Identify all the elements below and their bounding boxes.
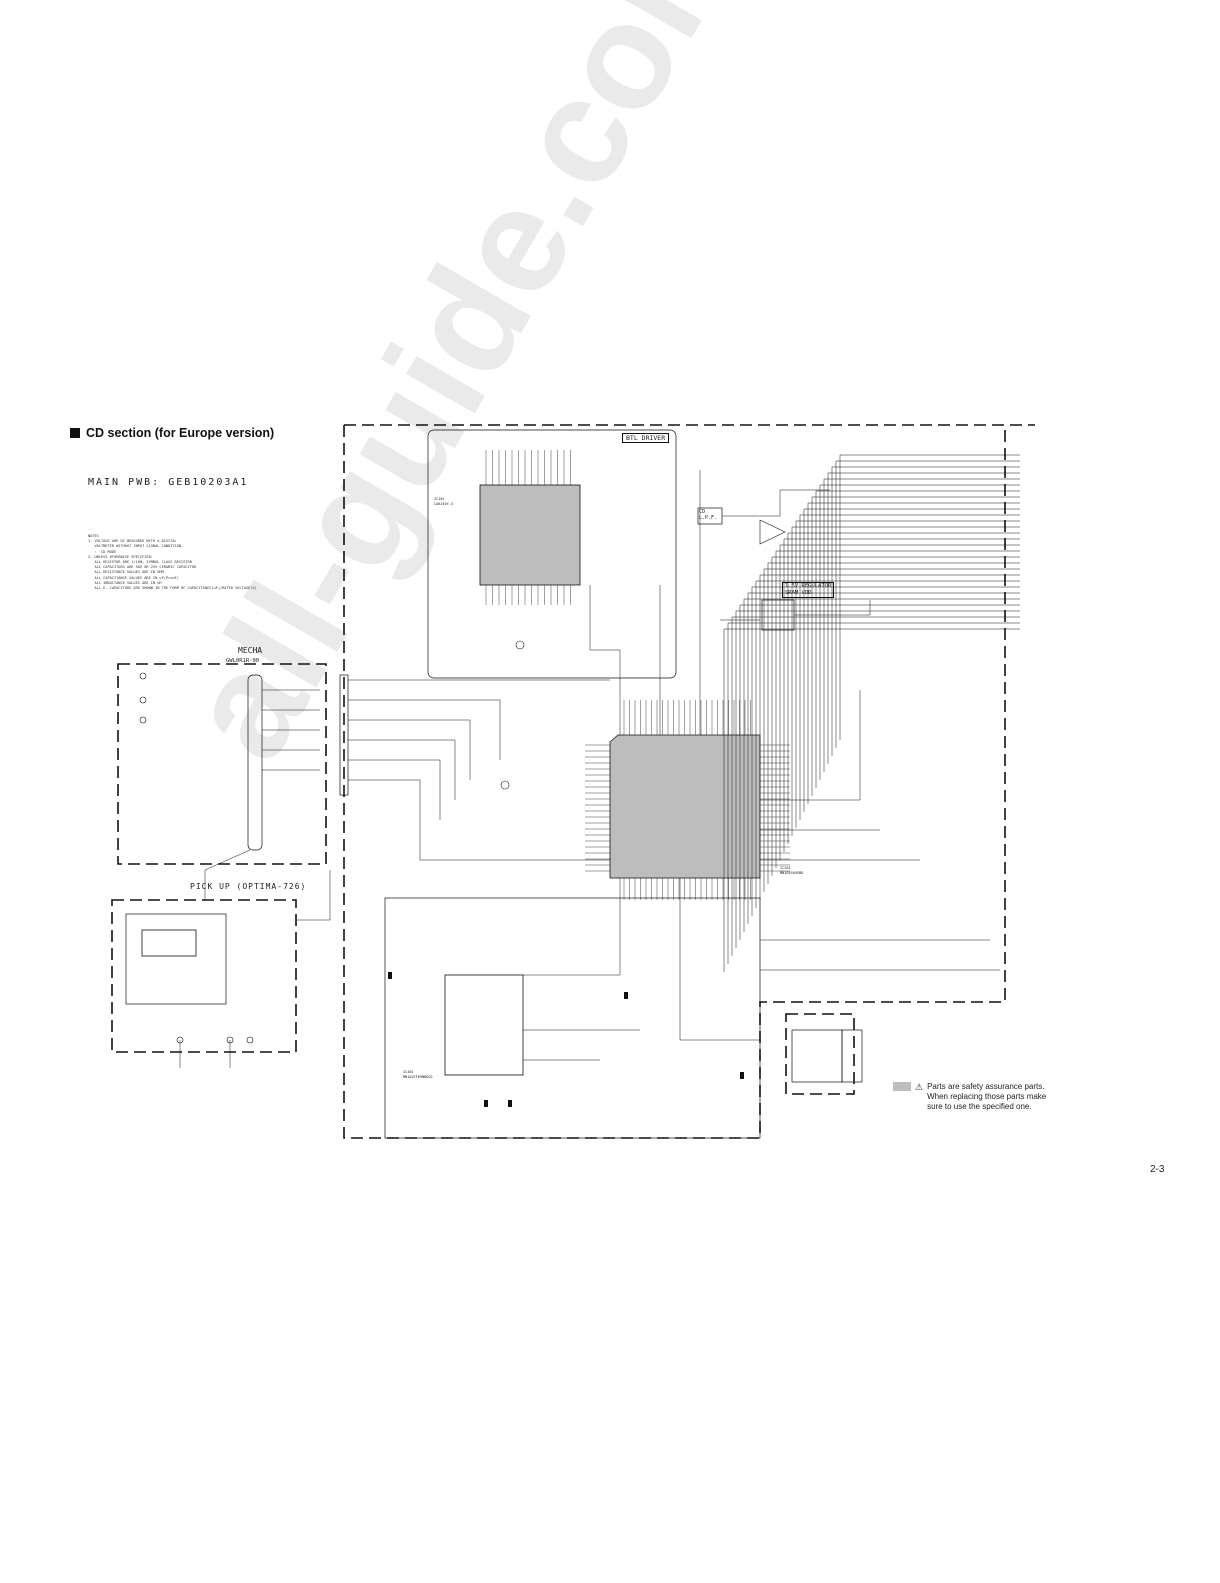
ic101-chip	[479, 484, 581, 586]
pickup-title: PICK UP (OPTIMA-726)	[190, 882, 307, 891]
section-title-text: CD section (for Europe version)	[86, 426, 275, 440]
ic401-name: IC401	[403, 1070, 414, 1074]
bus-wire	[831, 466, 1020, 756]
bus-wire	[767, 562, 1020, 884]
ic101-name: IC101	[434, 497, 445, 501]
safety-note: ⚠ Parts are safety assurance parts. When…	[893, 1082, 1046, 1112]
page-number: 2-3	[1150, 1164, 1165, 1175]
safety-line-3: sure to use the specified one.	[927, 1102, 1032, 1111]
section-title: CD section (for Europe version)	[70, 426, 274, 440]
bus-wire	[803, 508, 1020, 812]
regulator-label: 1.5V REGULATOR SRAM VDD	[782, 582, 835, 598]
safety-line-1: Parts are safety assurance parts.	[927, 1082, 1045, 1091]
mecha-connector	[247, 674, 263, 851]
pickup-laser	[125, 913, 227, 1005]
bus-wire	[819, 484, 1020, 780]
mecha-part: GWL0R1R-00	[226, 658, 260, 664]
bus-wire	[811, 496, 1020, 796]
pickup-ic-chip	[141, 929, 197, 957]
bus-wire	[727, 622, 1020, 964]
bus-wire	[747, 592, 1020, 924]
pickup-border	[111, 899, 297, 1053]
bus-wire	[743, 598, 1020, 932]
bus-wire	[771, 556, 1020, 876]
mecha-border	[117, 663, 327, 865]
output-connector	[791, 1029, 843, 1083]
bus-wire	[739, 604, 1020, 940]
bus-wire	[823, 478, 1020, 772]
cd-lpf-label: CD L.P.F.	[699, 509, 718, 521]
ic401-part: MN101EF69NBGCD	[403, 1075, 433, 1079]
btl-driver-label: BTL DRIVER	[622, 433, 670, 443]
bus-wire	[735, 610, 1020, 948]
bus-wire	[799, 514, 1020, 820]
warning-triangle-icon: ⚠	[915, 1082, 924, 1092]
regulator-box	[761, 599, 795, 631]
bus-wire	[807, 502, 1020, 804]
ic401-label: IC401 MN101EF69NBGCD	[403, 1070, 433, 1080]
bus-wire	[751, 586, 1020, 916]
jack-shape	[841, 1029, 863, 1083]
ic401-area	[384, 897, 761, 1139]
safety-line-2: When replacing those parts make	[927, 1092, 1047, 1101]
bus-wire	[791, 526, 1020, 836]
safety-text: Parts are safety assurance parts. When r…	[927, 1082, 1046, 1112]
mecha-title: MECHA	[238, 646, 263, 655]
ic201-label: IC201 MN103S69GBD	[780, 866, 803, 876]
connector-border	[785, 1013, 855, 1095]
main-pwb-label: MAIN PWB: GEB10203A1	[88, 477, 249, 488]
safety-swatch	[893, 1082, 911, 1091]
ic101-part: LA6245Y-X	[434, 502, 453, 506]
ic101-label: IC101 LA6245Y-X	[434, 497, 453, 507]
bus-wire	[723, 628, 1020, 972]
regulator-label-line1: 1.5V REGULATOR	[785, 583, 832, 589]
bus-wire	[755, 580, 1020, 908]
ic201-name: IC201	[780, 866, 791, 870]
bus-wire	[759, 574, 1020, 900]
cd-connector	[339, 674, 349, 796]
schematic-notes: NOTES 1. VOLTAGE ARE DC MEASURED WITH A …	[88, 534, 257, 591]
ic401-chip	[444, 974, 524, 1076]
bus-wire	[815, 490, 1020, 788]
bus-wire	[779, 544, 1020, 860]
btl-driver-area	[427, 429, 677, 679]
bus-wire	[795, 520, 1020, 828]
bus-wire	[827, 472, 1020, 764]
bus-wire	[731, 616, 1020, 956]
regulator-label-line2: SRAM VDD	[785, 590, 812, 596]
ic201-part: MN103S69GBD	[780, 871, 804, 875]
bus-wire	[787, 532, 1020, 844]
bus-wire	[783, 538, 1020, 852]
square-bullet-icon	[70, 428, 80, 438]
bus-wire	[839, 454, 1020, 740]
bus-wire	[835, 460, 1020, 748]
ic201-chip	[609, 734, 761, 879]
bus-wire	[763, 568, 1020, 892]
bus-wire	[775, 550, 1020, 868]
